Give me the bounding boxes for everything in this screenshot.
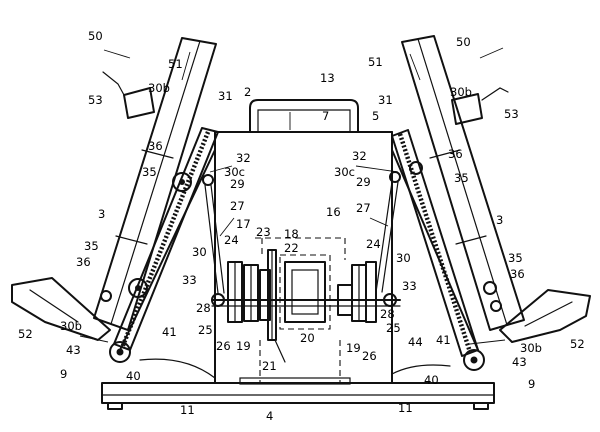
label-7: 7 [322,109,329,123]
label-2: 2 [244,85,251,99]
label-32-left: 32 [236,151,251,165]
label-22: 22 [284,241,299,255]
label-3-right: 3 [496,213,503,227]
label-27-right: 27 [356,201,371,215]
label-51-right: 51 [368,55,383,69]
label-13: 13 [320,71,335,85]
label-9-right: 9 [528,377,535,391]
label-44: 44 [408,335,423,349]
label-40-right: 40 [424,373,439,387]
label-36-right-top: 36 [448,147,463,161]
label-29-right: 29 [356,175,371,189]
reference-numerals: 50 51 53 30b 31 2 13 7 36 32 35 30c 29 2… [18,29,585,423]
base-frame [101,377,495,410]
label-24-left: 24 [224,233,239,247]
label-11-left: 11 [180,403,195,417]
label-29-left: 29 [230,177,245,191]
center-mechanism [211,237,401,382]
label-30b-left-bottom: 30b [60,319,82,333]
label-41-left: 41 [162,325,177,339]
label-53-right: 53 [504,107,519,121]
label-30b-right-bottom: 30b [520,341,542,355]
label-43-left: 43 [66,343,81,357]
label-5: 5 [372,109,379,123]
label-41-right: 41 [436,333,451,347]
label-32-right: 32 [352,149,367,163]
label-25-left: 25 [198,323,213,337]
label-20: 20 [300,331,315,345]
label-33-right: 33 [402,279,417,293]
label-27-left: 27 [230,199,245,213]
label-51-left: 51 [168,57,183,71]
label-50-right: 50 [456,35,471,49]
label-40-left: 40 [126,369,141,383]
label-31-left: 31 [218,89,233,103]
label-23: 23 [256,225,271,239]
label-26-right: 26 [362,349,377,363]
label-9-left: 9 [60,367,67,381]
label-19-left: 19 [236,339,251,353]
label-16: 16 [326,205,341,219]
label-4: 4 [266,409,273,423]
label-52-left: 52 [18,327,33,341]
label-30b-right-top: 30b [450,85,472,99]
label-3-left: 3 [98,207,105,221]
label-43-right: 43 [512,355,527,369]
label-35-right-mid: 35 [508,251,523,265]
leader-lines [79,47,506,345]
label-33-left: 33 [182,273,197,287]
label-26-left: 26 [216,339,231,353]
label-30-left: 30 [192,245,207,259]
label-30b-left-top: 30b [148,81,170,95]
right-arm [375,35,591,375]
label-30-right: 30 [396,251,411,265]
label-28-right: 28 [380,307,395,321]
label-53-left: 53 [88,93,103,107]
label-35-left-mid: 35 [84,239,99,253]
label-50-left: 50 [88,29,103,43]
label-18: 18 [284,227,299,241]
label-36-left-mid: 36 [76,255,91,269]
label-36-right-mid: 36 [510,267,525,281]
label-24-right: 24 [366,237,381,251]
label-52-right: 52 [570,337,585,351]
label-35-right-top: 35 [454,171,469,185]
label-17: 17 [236,217,251,231]
label-30c-left: 30c [224,165,245,179]
label-35-left-top: 35 [142,165,157,179]
label-28-left: 28 [196,301,211,315]
label-19-right: 19 [346,341,361,355]
label-36-left-top: 36 [148,139,163,153]
label-21: 21 [262,359,277,373]
left-arm [11,37,225,379]
label-11-right: 11 [398,401,413,415]
label-31-right: 31 [378,93,393,107]
label-30c-right: 30c [334,165,355,179]
label-25-right: 25 [386,321,401,335]
